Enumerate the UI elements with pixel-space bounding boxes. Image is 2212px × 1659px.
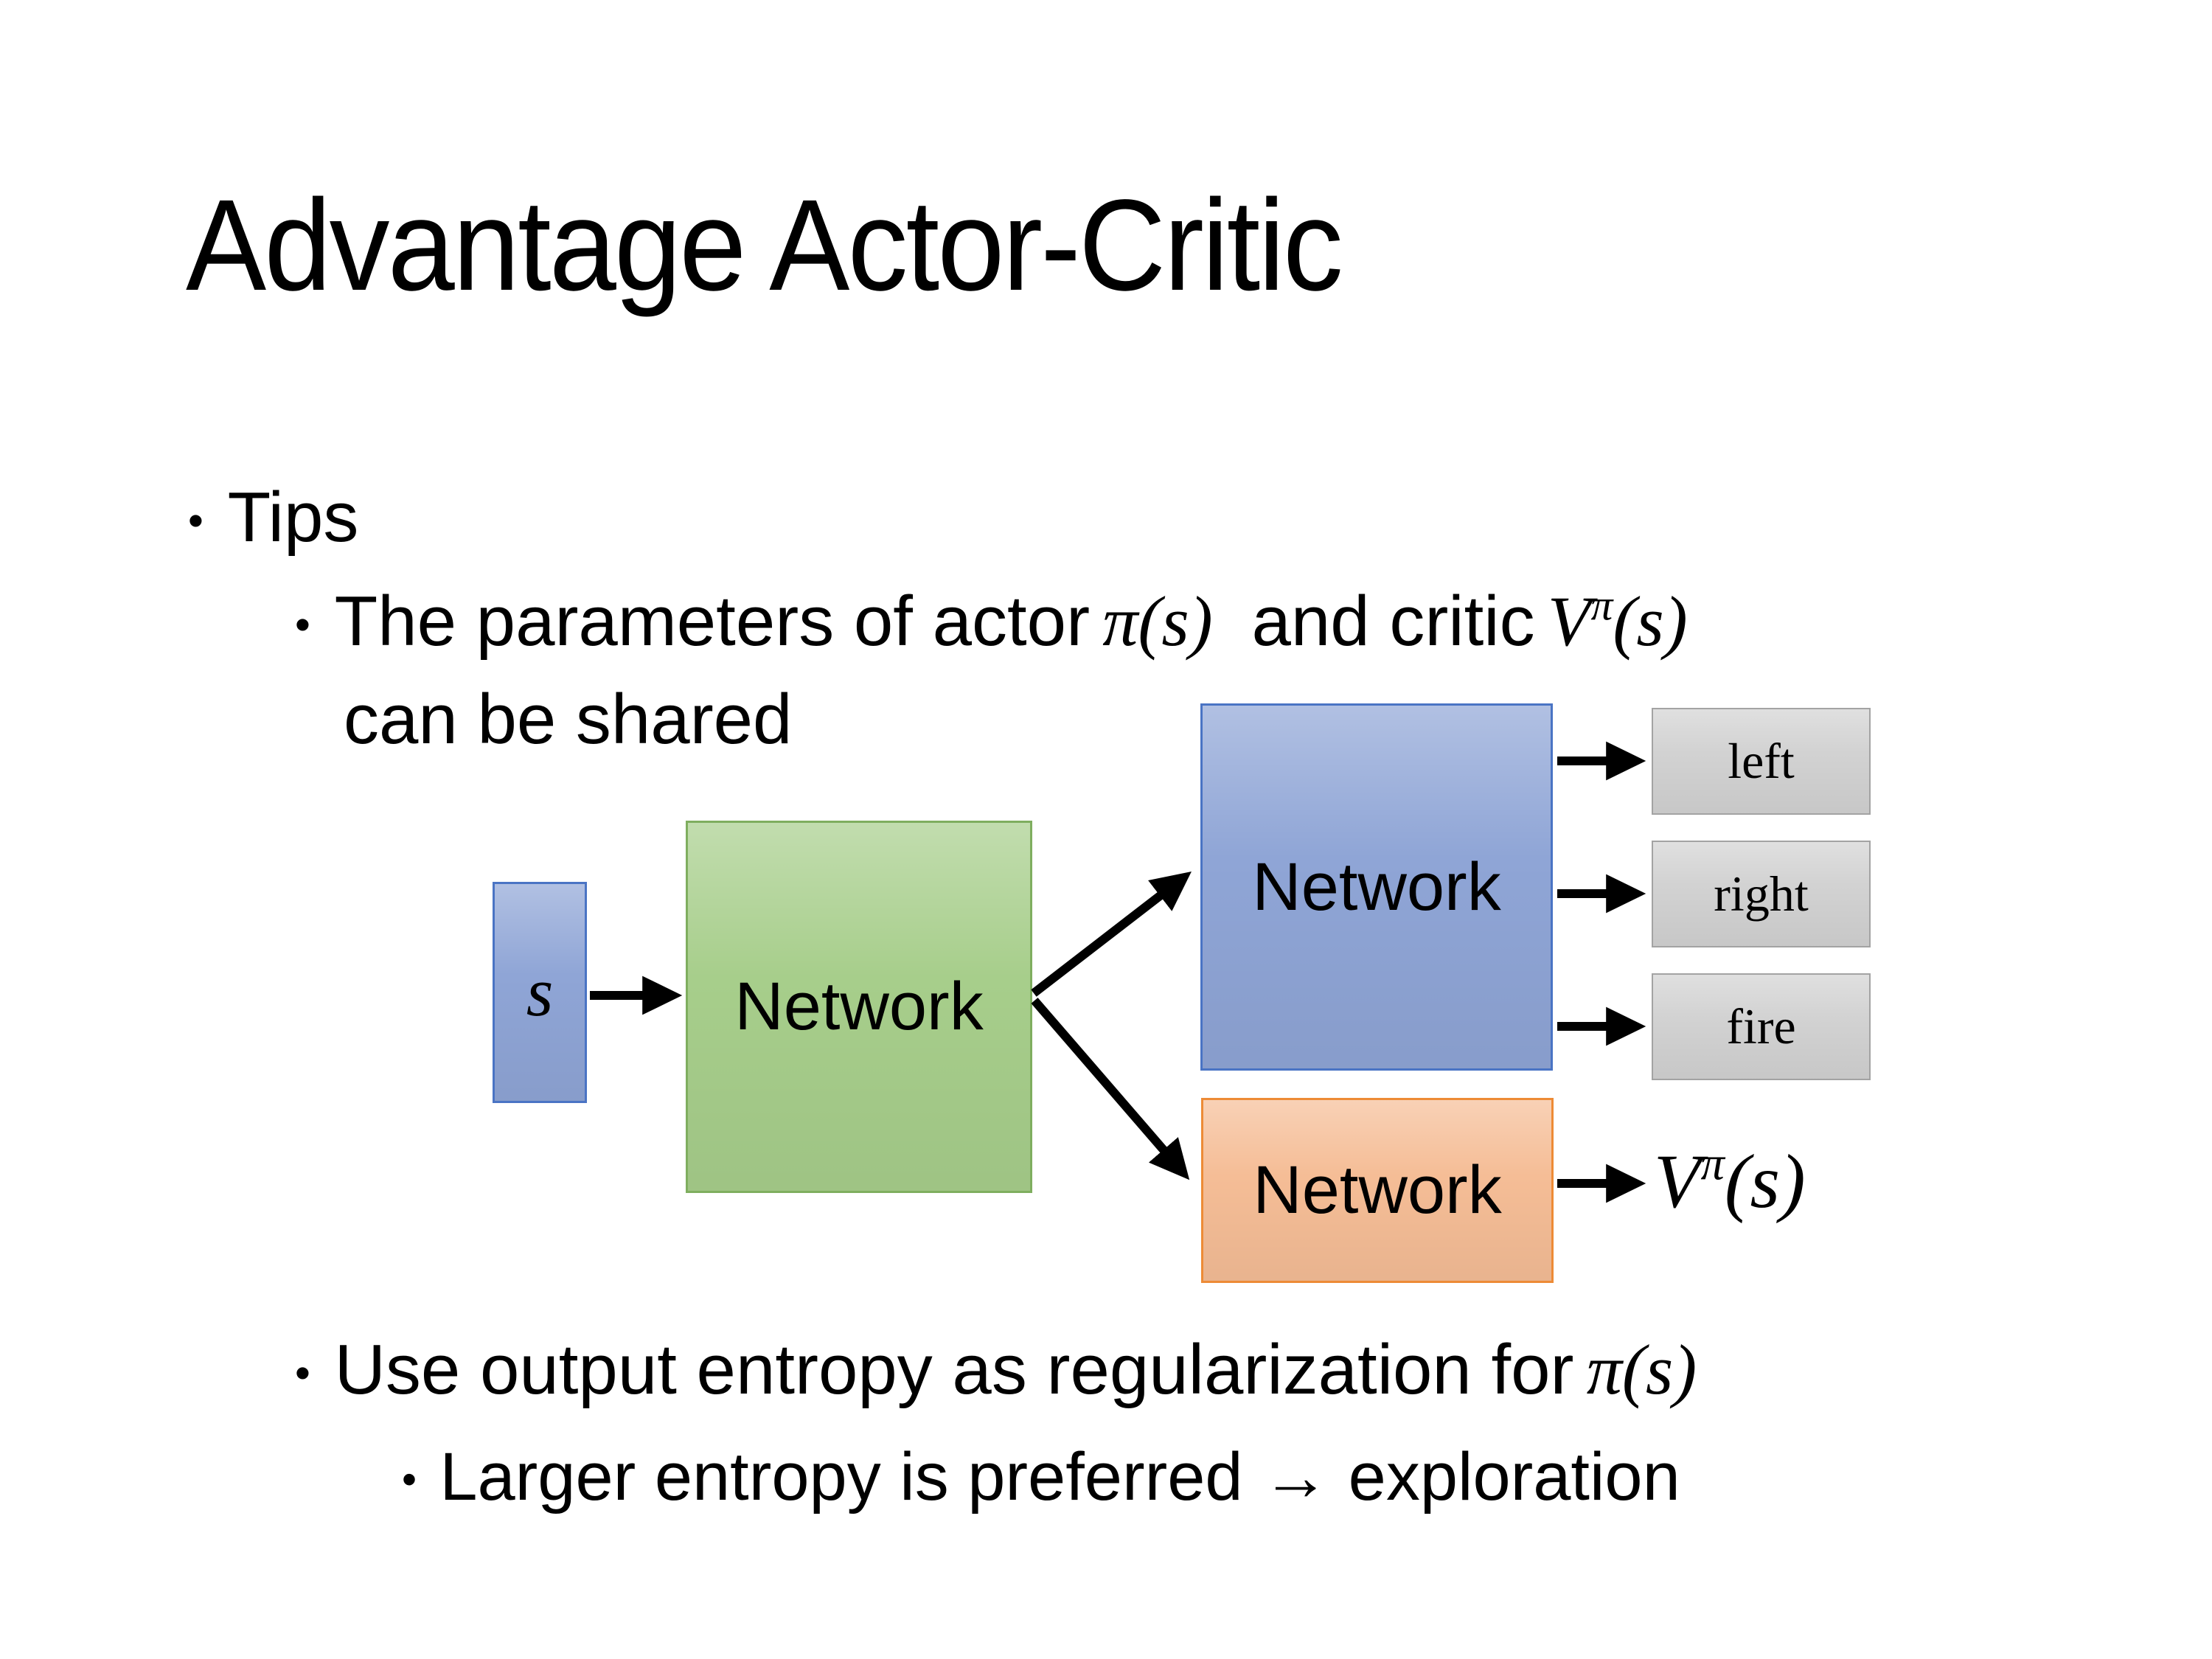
action-box-left: left [1652,708,1871,815]
actor-network-box: Network [1200,703,1553,1071]
bullet-item-parameters-wrap: can be shared [344,675,792,764]
state-label: s [526,954,554,1031]
critic-network-label: Network [1253,1152,1502,1228]
entropy-policy-math: π(s) [1586,1330,1697,1409]
entropy-text: Use output entropy as regularization for [334,1330,1574,1409]
critic-V: V [1547,582,1591,661]
and-critic-text: and critic [1251,582,1535,661]
arrow-shared-to-actor [1031,871,1192,997]
value-args: (s) [1724,1139,1806,1224]
state-box: s [493,882,587,1103]
page-title: Advantage Actor-Critic [186,173,1343,318]
action-fire-label: fire [1726,998,1796,1054]
bullet-item-entropy: • Use output entropy as regularization fo… [295,1326,1697,1414]
bullet-dot: • [402,1456,417,1504]
value-V: V [1654,1139,1701,1224]
action-left-label: left [1728,733,1795,789]
bullet-dot: • [295,1347,310,1397]
bullet-item-larger-entropy: • Larger entropy is preferred → explorati… [402,1435,1680,1520]
actor-network-label: Network [1252,849,1501,925]
value-sup-pi: π [1700,1137,1725,1190]
action-box-fire: fire [1652,973,1871,1080]
critic-network-box: Network [1201,1098,1554,1283]
parameters-text: The parameters of actor [334,582,1091,661]
critic-args: (s) [1613,582,1688,661]
action-box-right: right [1652,841,1871,947]
bullet-dot: • [295,599,310,649]
critic-sup-pi: π [1590,580,1613,630]
bullet-dot: • [188,495,204,545]
value-output-math: Vπ(s) [1654,1138,1806,1226]
shared-network-label: Network [734,969,984,1044]
critic-value-math: Vπ(s) [1548,582,1688,661]
larger-entropy-text: Larger entropy is preferred → exploratio… [439,1439,1680,1514]
action-right-label: right [1714,866,1809,922]
shared-network-box: Network [686,821,1032,1193]
can-be-shared-text: can be shared [344,680,793,759]
arrow-shared-to-critic [1031,998,1190,1180]
actor-policy-math: π(s) [1102,582,1213,661]
bullet-item-tips: • Tips [188,473,358,562]
tips-label: Tips [227,478,359,557]
